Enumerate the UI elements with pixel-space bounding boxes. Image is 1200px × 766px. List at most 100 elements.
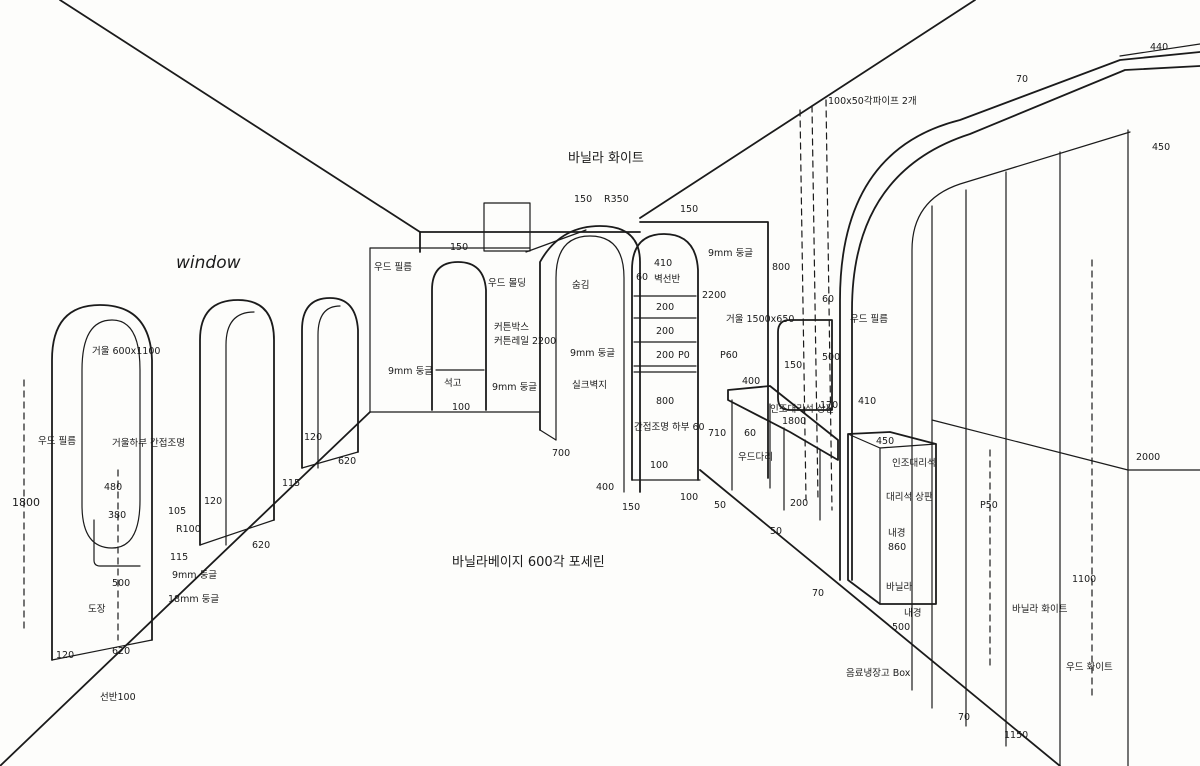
label-shelf100: 선반100 [100, 692, 136, 703]
label-desk-710: 710 [708, 428, 726, 439]
label-shelf-200a: 200 [656, 302, 674, 313]
label-r9-left: 9mm 둥글 [388, 366, 433, 377]
label-arch3-620: 620 [338, 456, 356, 467]
back-arch-wall [525, 225, 641, 493]
label-620: 620 [112, 646, 130, 657]
label-curtain-rail: 커튼레일 2200 [494, 336, 556, 347]
label-desk-p60: P60 [720, 350, 738, 361]
label-desk-50: 50 [714, 500, 726, 511]
label-9mm-round: 9mm 둥글 [172, 570, 217, 581]
desk [727, 385, 839, 521]
label-right-500: 500 [892, 622, 910, 633]
label-right-70: 70 [812, 588, 824, 599]
label-desk-60b: 60 [744, 428, 756, 439]
label-120: 120 [56, 650, 74, 661]
label-beam-note: 100x50각파이프 2개 [828, 95, 917, 107]
label-shelf-200c: 200 [656, 350, 674, 361]
label-mirror-frame: 9mm 둥글 [570, 348, 615, 359]
label-vanilla-white: 바닐라 화이트 [1012, 604, 1068, 615]
label-shelf-100: 100 [650, 460, 668, 471]
label-back-700: 700 [552, 448, 570, 459]
label-vanilla-wall-top: 바닐라 화이트 [568, 151, 644, 166]
label-380: 380 [108, 510, 126, 521]
label-r100: R100 [176, 524, 201, 535]
label-hidden: 숨김 [572, 279, 589, 291]
label-right-1100: 1100 [1072, 574, 1096, 585]
label-right-450: 450 [876, 436, 894, 447]
label-shelf-p0: P0 [678, 350, 690, 361]
label-right-410: 410 [858, 396, 876, 407]
label-shelf-150: 150 [680, 204, 698, 215]
wall-mirror [777, 319, 833, 411]
label-shelf-200b: 200 [656, 326, 674, 337]
label-shelf-note: 벽선반 [654, 274, 680, 285]
label-desk-200: 200 [790, 498, 808, 509]
label-desk-400: 400 [742, 376, 760, 387]
label-inner2: 내경 [904, 607, 921, 619]
label-curtain-box: 커튼박스 [494, 322, 529, 333]
label-right-p50: P50 [980, 500, 998, 511]
label-105: 105 [168, 506, 186, 517]
label-desk-150: 150 [784, 360, 802, 371]
label-desk-top: 인조대리석 상판 [770, 404, 834, 415]
label-desk-170: 170 [820, 400, 838, 411]
label-bottom-light: 간접조명 하부 60 [634, 421, 705, 433]
label-shelf-800b: 800 [772, 262, 790, 273]
label-mirror: 거울 600x1100 [92, 346, 160, 357]
label-shelf-800: 800 [656, 396, 674, 407]
label-shelf-100b: 100 [680, 492, 698, 503]
label-desk-500: 500 [822, 352, 840, 363]
label-115: 115 [170, 552, 188, 563]
right-wall-panels [931, 129, 1200, 766]
label-plaster: 석고 [444, 378, 462, 389]
label-right-2000: 2000 [1136, 452, 1160, 463]
label-wood-finish: 우드 필름 [38, 435, 76, 447]
label-480: 480 [104, 482, 122, 493]
label-vanilla: 바닐라 [886, 582, 912, 593]
label-soffit: 우드 필름 [374, 261, 412, 273]
label-arch2-620: 620 [252, 540, 270, 551]
label-ceiling-450: 450 [1152, 142, 1170, 153]
label-window: window [176, 253, 241, 273]
label-shelf-410: 410 [654, 258, 672, 269]
label-right-wood-film: 우드 필름 [850, 313, 888, 325]
back-right-panel [639, 221, 769, 479]
label-ceiling-440: 440 [1150, 42, 1168, 53]
left-arch-mirror-1 [51, 304, 153, 661]
label-desk-leg: 우드다리 [738, 452, 773, 463]
label-desk-60: 60 [822, 294, 834, 305]
label-right-1150: 1150 [1004, 730, 1028, 741]
label-desk-mirror: 거울 1500x650 [726, 314, 794, 325]
label-desk-1800: 1800 [782, 416, 806, 427]
label-arch2-120: 120 [204, 496, 222, 507]
label-shelf-2200: 2200 [702, 290, 726, 301]
left-arch-3 [301, 297, 359, 469]
label-18mm-round: 18mm 둥글 [168, 594, 219, 605]
label-shelf-9mm: 9mm 둥글 [708, 248, 753, 259]
label-back-150: 150 [450, 242, 468, 253]
label-r350: R350 [604, 194, 629, 205]
label-back-100: 100 [452, 402, 470, 413]
label-ceiling-70: 70 [1016, 74, 1028, 85]
right-cabinet [847, 431, 937, 605]
label-floor-note: 바닐라베이지 600각 포세린 [452, 555, 605, 570]
label-doorway: 도장 [88, 604, 106, 615]
label-hidden-light: 거울하부 간접조명 [112, 437, 185, 449]
label-desk-50b: 50 [770, 526, 782, 537]
back-arch-door [431, 261, 487, 411]
label-back-150b: 150 [574, 194, 592, 205]
label-left-height: 1800 [12, 496, 40, 509]
labels: window 바닐라베이지 600각 포세린 바닐라 화이트 우드 필름 180… [12, 42, 1170, 741]
back-arch-shelf [631, 233, 701, 481]
label-500: 500 [112, 578, 130, 589]
left-arch-2 [199, 299, 275, 546]
label-arch3-120: 120 [304, 432, 322, 443]
label-arch2-115: 115 [282, 478, 300, 489]
label-shelf-60: 60 [636, 272, 648, 283]
label-console-top: 대리석 상판 [886, 492, 933, 503]
label-inner: 내경 [888, 527, 905, 539]
label-wall-paper: 실크벽지 [572, 380, 607, 391]
label-right-70b: 70 [958, 712, 970, 723]
